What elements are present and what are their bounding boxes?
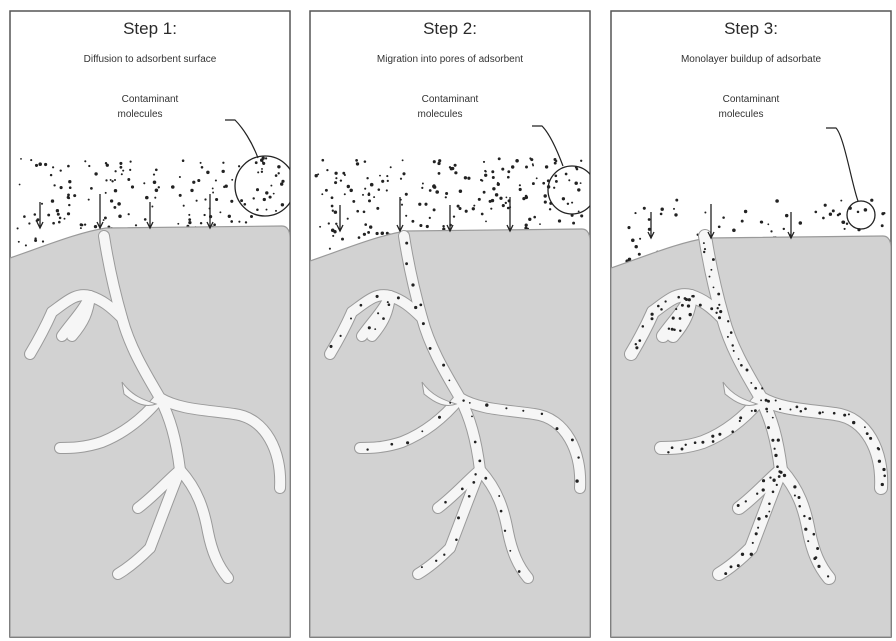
step-subtitle: Migration into pores of adsorbent xyxy=(377,54,523,65)
callout-label-line1: Contaminant xyxy=(723,94,780,105)
adsorbent-particle xyxy=(10,226,290,637)
step-title: Step 3: xyxy=(724,19,778,38)
panel-step-3: Step 3: Monolayer buildup of adsorbate C… xyxy=(611,11,891,637)
panel-step-1: Step 1: Diffusion to adsorbent surface C… xyxy=(10,11,295,637)
callout-label-line1: Contaminant xyxy=(422,94,479,105)
step-title: Step 1: xyxy=(123,19,177,38)
callout-label-line2: molecules xyxy=(417,109,462,120)
adsorbent-particle xyxy=(611,236,891,637)
step-subtitle: Diffusion to adsorbent surface xyxy=(84,54,217,65)
step-title: Step 2: xyxy=(423,19,477,38)
callout-label-line2: molecules xyxy=(117,109,162,120)
callout-label-line2: molecules xyxy=(718,109,763,120)
panel-step-2: Step 2: Migration into pores of adsorben… xyxy=(310,11,596,637)
step-subtitle: Monolayer buildup of adsorbate xyxy=(681,54,822,65)
callout-label-line1: Contaminant xyxy=(122,94,179,105)
adsorbent-particle xyxy=(310,229,590,637)
